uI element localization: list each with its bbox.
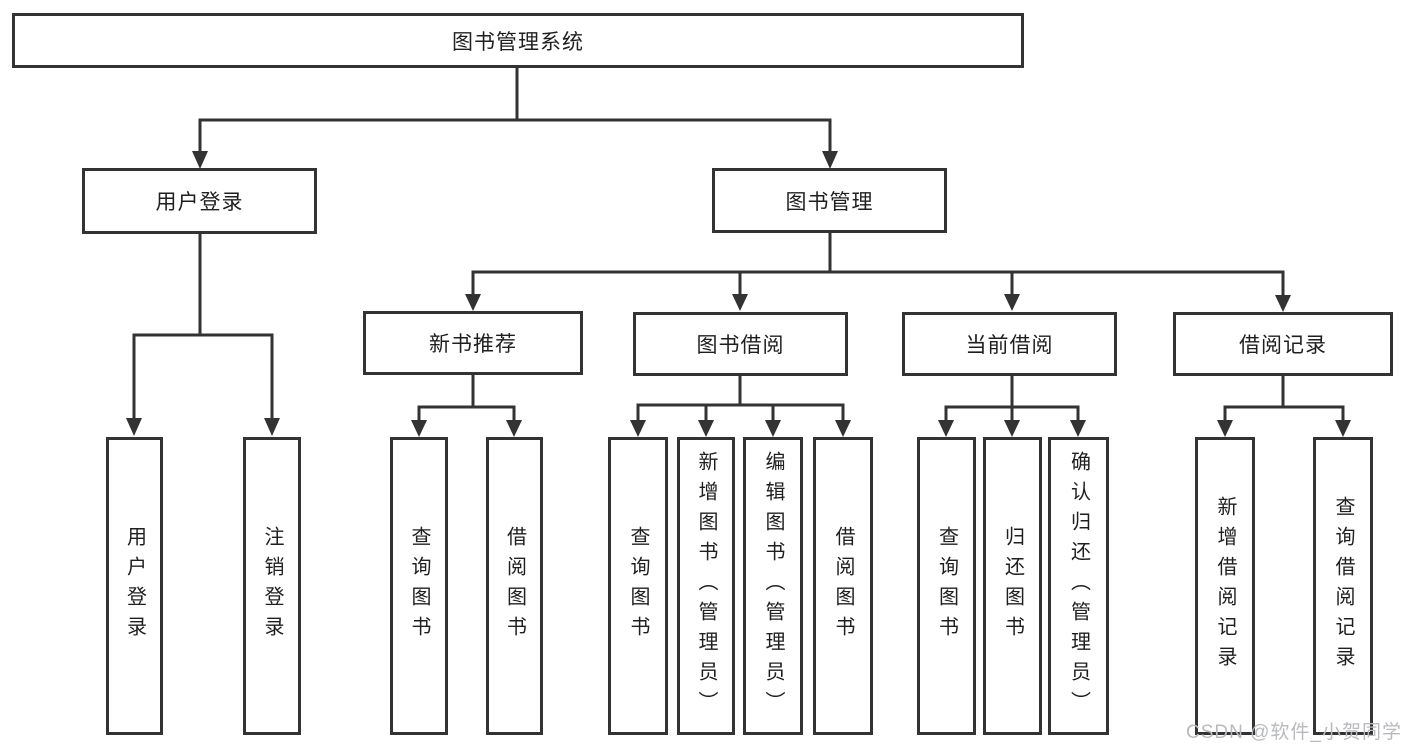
leaf-query-borrow-record: 查询借阅记录 bbox=[1313, 437, 1373, 735]
leaf-borrow-books-borrowing: 借阅图书 bbox=[813, 437, 873, 735]
leaf-return-books-label: 归还图书 bbox=[1001, 526, 1024, 646]
leaf-logout-login: 注销登录 bbox=[243, 437, 301, 735]
leaf-add-borrow-record-label: 新增借阅记录 bbox=[1214, 496, 1236, 676]
leaf-query-borrow-record-label: 查询借阅记录 bbox=[1332, 496, 1354, 676]
leaf-borrow-books-borrowing-label: 借阅图书 bbox=[832, 526, 854, 646]
leaf-add-books-admin: 新增图书（管理员） bbox=[677, 437, 735, 735]
leaf-query-books-current: 查询图书 bbox=[917, 437, 976, 735]
leaf-add-books-admin-label: 新增图书（管理员） bbox=[695, 451, 717, 721]
leaf-query-books-recommend-label: 查询图书 bbox=[408, 526, 430, 646]
node-current-borrowing: 当前借阅 bbox=[902, 312, 1117, 376]
leaf-add-borrow-record: 新增借阅记录 bbox=[1195, 437, 1255, 735]
leaf-user-login-label: 用户登录 bbox=[123, 526, 146, 646]
leaf-confirm-return-admin-label: 确认归还（管理员） bbox=[1067, 451, 1090, 721]
node-book-management: 图书管理 bbox=[712, 168, 947, 233]
leaf-query-books-recommend: 查询图书 bbox=[390, 437, 448, 735]
node-new-book-recommendation: 新书推荐 bbox=[363, 311, 583, 375]
leaf-user-login: 用户登录 bbox=[106, 437, 163, 735]
leaf-query-books-borrowing: 查询图书 bbox=[608, 437, 668, 735]
node-book-borrowing: 图书借阅 bbox=[633, 312, 848, 376]
leaf-borrow-books-recommend: 借阅图书 bbox=[486, 437, 543, 735]
leaf-logout-login-label: 注销登录 bbox=[261, 526, 283, 646]
leaf-edit-books-admin-label: 编辑图书（管理员） bbox=[762, 451, 784, 721]
node-user-login: 用户登录 bbox=[82, 168, 317, 234]
leaf-borrow-books-recommend-label: 借阅图书 bbox=[503, 526, 526, 646]
leaf-edit-books-admin: 编辑图书（管理员） bbox=[743, 437, 803, 735]
node-library-management-system: 图书管理系统 bbox=[12, 13, 1024, 68]
leaf-return-books: 归还图书 bbox=[983, 437, 1042, 735]
leaf-confirm-return-admin: 确认归还（管理员） bbox=[1048, 437, 1109, 735]
node-borrowing-records: 借阅记录 bbox=[1173, 312, 1393, 376]
watermark-text: CSDN @软件_小贺同学 bbox=[1186, 722, 1402, 743]
leaf-query-books-current-label: 查询图书 bbox=[935, 526, 958, 646]
leaf-query-books-borrowing-label: 查询图书 bbox=[627, 526, 649, 646]
